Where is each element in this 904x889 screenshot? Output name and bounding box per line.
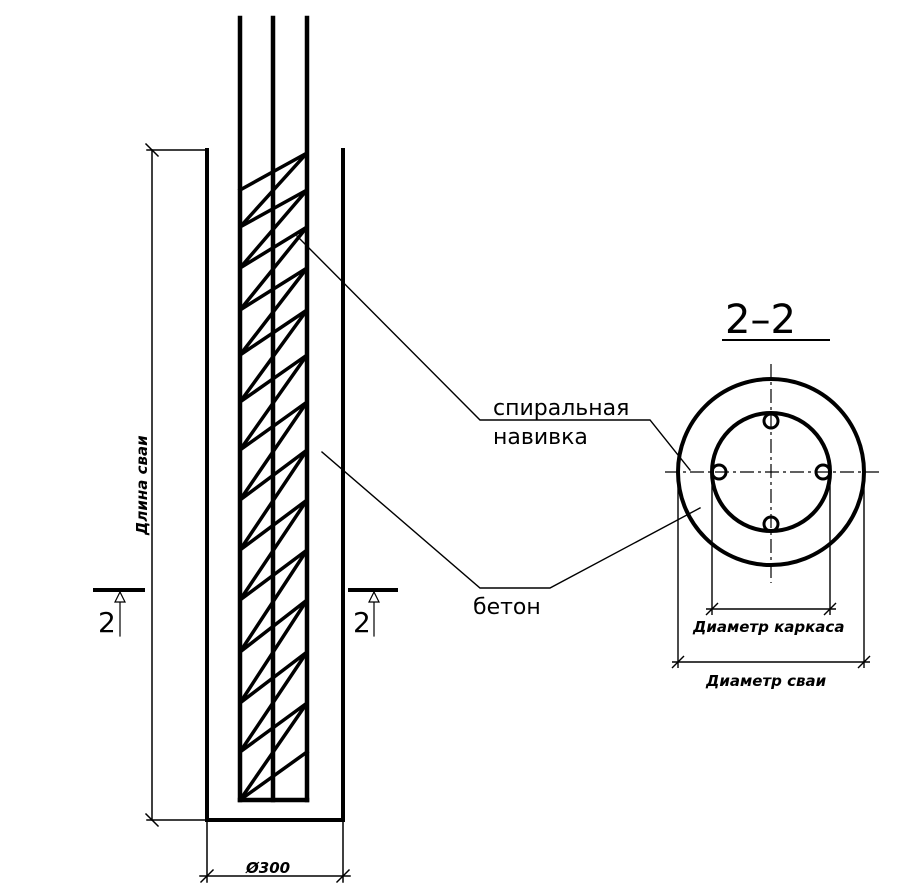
section-mark-left-label: 2 bbox=[98, 606, 116, 639]
concrete-leader-line bbox=[321, 451, 701, 589]
section-cut-mark-left bbox=[93, 588, 145, 637]
rebar-left bbox=[710, 463, 728, 481]
pile-elevation bbox=[93, 15, 701, 884]
pile-length-dimension bbox=[144, 142, 208, 828]
spiral-leader-line bbox=[296, 235, 691, 471]
section-mark-right-label: 2 bbox=[353, 606, 371, 639]
cage-diameter-dimension bbox=[705, 478, 837, 616]
section-pile-diameter-dimension bbox=[671, 478, 871, 669]
longitudinal-bars bbox=[237, 15, 310, 803]
rebar-dots bbox=[710, 412, 832, 533]
section-title: 2–2 bbox=[725, 297, 796, 343]
rebar-bottom bbox=[762, 515, 780, 533]
spiral-label-line2: навивка bbox=[493, 425, 588, 450]
spiral-winding bbox=[237, 151, 310, 802]
pile-length-label: Длина сваи bbox=[133, 435, 151, 536]
pile-body-outline bbox=[205, 148, 345, 822]
section-center-lines bbox=[665, 364, 880, 583]
cross-section-2-2 bbox=[665, 339, 880, 669]
section-cut-mark-right bbox=[348, 588, 398, 637]
spiral-label-line1: спиральная bbox=[493, 396, 629, 421]
cage-diameter-label: Диаметр каркаса bbox=[692, 618, 844, 636]
concrete-label: бетон bbox=[473, 595, 541, 620]
rebar-top bbox=[762, 412, 780, 430]
section-pile-diameter-label: Диаметр сваи bbox=[705, 672, 827, 690]
rebar-right bbox=[814, 463, 832, 481]
pile-diameter-value: Ø300 bbox=[245, 859, 290, 877]
pile-diameter-dimension bbox=[199, 819, 351, 884]
